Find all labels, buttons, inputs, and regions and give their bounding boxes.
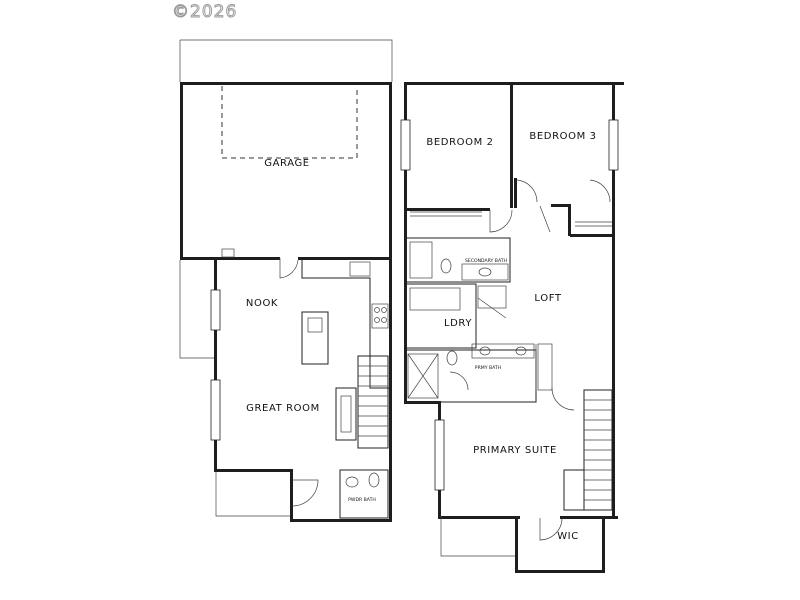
primary-sink-left xyxy=(479,346,491,356)
porch-outline xyxy=(179,260,214,359)
garage-left-wall xyxy=(180,82,183,260)
secondary-bath-label: SECONDARY BATH xyxy=(465,258,507,264)
entry-left-wall xyxy=(290,469,293,522)
suite-window xyxy=(434,419,445,491)
primary-closet xyxy=(537,343,553,391)
powder-bath-walls xyxy=(339,469,389,519)
primary-sink-right xyxy=(515,346,527,356)
upper-floor-plan: BEDROOM 2 BEDROOM 3 SECONDARY BATH LOFT … xyxy=(400,82,624,573)
closet-door-leaf xyxy=(539,205,551,233)
primary-wc-door xyxy=(449,371,469,391)
garage-bottom-wall-right xyxy=(298,257,392,260)
burner-icon xyxy=(381,317,387,323)
house-right-wall xyxy=(389,82,392,522)
balcony-outline xyxy=(440,516,515,557)
garage-top-wall xyxy=(180,82,392,85)
bedroom2-closet xyxy=(410,211,482,217)
secondary-bath-walls xyxy=(405,237,511,283)
bedroom3-window xyxy=(608,119,619,171)
bedroom2-label: BEDROOM 2 xyxy=(426,137,493,148)
patio-outline xyxy=(215,472,292,517)
refrigerator xyxy=(349,261,371,277)
secondary-toilet xyxy=(440,258,452,274)
great-room-window xyxy=(210,379,221,441)
driveway-outline xyxy=(179,39,393,82)
island-sink xyxy=(307,317,323,333)
main-stairs xyxy=(357,355,389,449)
shower-drain-lines xyxy=(407,353,439,399)
range-cooktop xyxy=(371,303,389,329)
secondary-sink xyxy=(478,267,492,277)
suite-bottom-wall xyxy=(438,516,520,519)
closet-wall xyxy=(551,204,571,207)
bedroom3-label: BEDROOM 3 xyxy=(529,131,596,142)
garage-entry-door xyxy=(279,258,299,279)
laundry-walls xyxy=(405,283,477,349)
garage-label: GARAGE xyxy=(264,158,309,169)
bedroom2-window xyxy=(400,119,411,171)
bedroom2-door xyxy=(489,209,513,233)
powder-sink xyxy=(345,476,359,488)
bedroom3-closet xyxy=(575,221,612,227)
laundry-shelf xyxy=(409,287,461,311)
wic-left-wall xyxy=(515,516,518,572)
burner-icon xyxy=(374,317,380,323)
primary-bath-label: PRMY BATH xyxy=(475,365,501,371)
garage-bottom-wall-left xyxy=(180,257,280,260)
burner-icon xyxy=(381,307,387,313)
wic-right-wall xyxy=(602,518,605,573)
upper-right-wall-b xyxy=(612,382,615,518)
fireplace-insert xyxy=(340,395,352,433)
wic-door xyxy=(539,517,563,541)
nook-label: NOOK xyxy=(246,298,278,309)
bedroom2-bottom-wall xyxy=(404,208,490,211)
kitchen-island xyxy=(301,311,329,365)
wic-bottom-wall xyxy=(515,570,605,573)
primary-toilet xyxy=(446,350,458,366)
bedroom3-closet-door xyxy=(589,179,611,203)
stair-bottom-wall xyxy=(560,516,618,519)
primary-vanity xyxy=(471,343,535,359)
fireplace xyxy=(335,387,357,441)
nook-window xyxy=(210,289,221,331)
copyright-watermark: ©2026 xyxy=(171,2,238,23)
wic-label: WIC xyxy=(557,531,579,542)
front-door xyxy=(291,479,319,507)
primary-suite-label: PRIMARY SUITE xyxy=(473,445,557,456)
upper-top-wall xyxy=(404,82,624,85)
primary-bath-door xyxy=(551,387,575,411)
main-floor-plan: GARAGE NOOK GREAT ROOM PWDR BATH xyxy=(179,39,393,522)
great-room-label: GREAT ROOM xyxy=(246,403,320,414)
bedroom3-left-lower-wall xyxy=(514,178,517,208)
burner-icon xyxy=(374,307,380,313)
bedroom3-bottom-wall xyxy=(570,234,614,237)
garage-step xyxy=(221,248,235,258)
closet-side-wall xyxy=(568,204,571,236)
shower xyxy=(407,353,439,399)
stair-landing xyxy=(563,469,585,511)
bedroom3-door xyxy=(516,179,538,203)
bedroom-divider-wall xyxy=(510,84,513,208)
upper-right-wall-a xyxy=(612,82,615,382)
stair-treads xyxy=(358,365,388,437)
powder-toilet xyxy=(368,472,380,488)
powder-bath-label: PWDR BATH xyxy=(348,497,376,503)
garage-door-track xyxy=(221,86,358,159)
bathtub xyxy=(409,241,433,279)
linen-cabinet xyxy=(477,285,507,309)
loft-label: LOFT xyxy=(534,293,561,304)
entry-bottom-wall xyxy=(290,519,392,522)
living-bottom-wall xyxy=(214,469,292,472)
laundry-label: LDRY xyxy=(444,318,472,329)
upper-stair-treads xyxy=(584,399,612,501)
laundry-door-leaf xyxy=(477,297,507,319)
secondary-vanity xyxy=(461,263,509,281)
living-left-wall xyxy=(214,260,217,472)
kitchen-counter xyxy=(301,260,390,389)
